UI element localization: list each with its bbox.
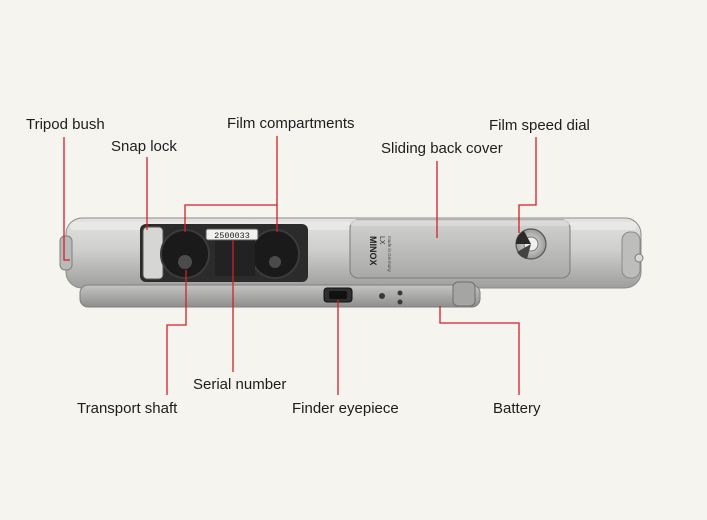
battery-compartment bbox=[453, 282, 475, 306]
body-screw bbox=[379, 293, 385, 299]
serial-number-text: 2500033 bbox=[214, 231, 250, 241]
leader-battery bbox=[440, 306, 519, 395]
finder-eyepiece bbox=[324, 288, 352, 302]
film-compartment-area: 2500033 bbox=[140, 224, 308, 282]
body-screw bbox=[398, 300, 403, 305]
made-in-text: made in Germany bbox=[387, 236, 392, 273]
body-screw bbox=[398, 291, 403, 296]
brand-text: MINOX bbox=[368, 236, 378, 266]
tripod-bush bbox=[60, 236, 72, 270]
model-text: LX bbox=[378, 236, 385, 245]
film-speed-dial bbox=[516, 229, 546, 259]
